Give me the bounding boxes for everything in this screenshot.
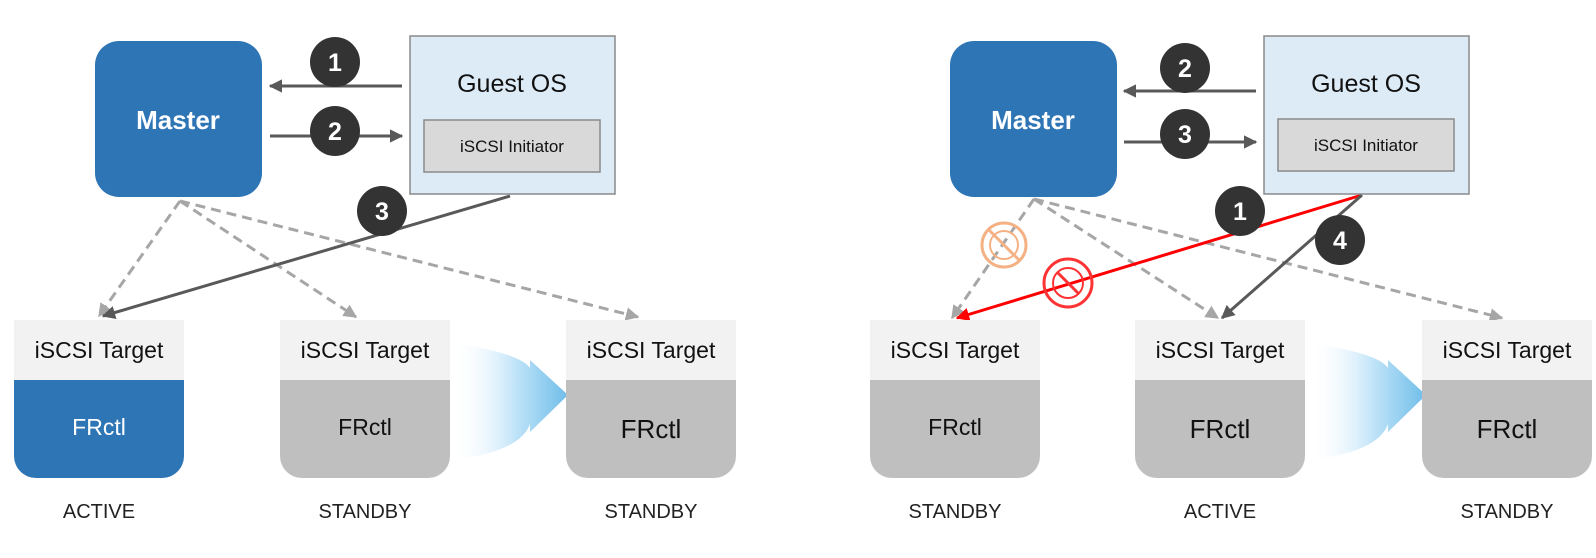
iscsi-target-card: iSCSI Target FRctl (280, 320, 450, 478)
step-badge: 3 (357, 186, 407, 236)
iscsi-initiator (1277, 118, 1455, 172)
step-badge: 2 (310, 106, 360, 156)
master-node (950, 41, 1117, 197)
replication-arrow (452, 343, 568, 460)
target-title: iSCSI Target (35, 337, 164, 363)
target-title: iSCSI Target (301, 337, 430, 363)
master-control-links (950, 197, 1504, 322)
svg-text:3: 3 (375, 198, 389, 226)
target-status: ACTIVE (63, 501, 135, 523)
dashed-link-to-target-2 (1033, 197, 1220, 320)
dashed-link-to-target-1 (97, 200, 182, 318)
iscsi-initiator-label: iSCSI Initiator (1314, 136, 1418, 155)
svg-text:4: 4 (1333, 227, 1347, 255)
iscsi-initiator-label: iSCSI Initiator (460, 137, 564, 156)
target-body: FRctl (1190, 414, 1251, 444)
dashed-link-to-target-3 (179, 199, 640, 321)
svg-text:3: 3 (1178, 121, 1192, 149)
dashed-link-to-target-1 (950, 198, 1036, 320)
target-body: FRctl (72, 414, 126, 440)
dashed-link-to-target-2 (179, 199, 358, 319)
panel-right: Master Guest OS iSCSI Initiator 2 3 1 4 (870, 35, 1592, 523)
master-control-links (97, 199, 640, 321)
master-node (95, 41, 262, 197)
replication-arrow (1310, 343, 1426, 460)
iscsi-target-card: iSCSI Target FRctl (14, 320, 184, 478)
master-label: Master (136, 105, 220, 135)
svg-text:2: 2 (328, 118, 342, 146)
iscsi-target-card: iSCSI Target FRctl (1135, 320, 1305, 478)
blocked-icon (980, 221, 1028, 269)
target-status: STANDBY (319, 501, 412, 523)
svg-text:1: 1 (328, 49, 342, 77)
target-status: STANDBY (1461, 501, 1554, 523)
step-badge: 2 (1160, 43, 1210, 93)
target-status: ACTIVE (1184, 501, 1256, 523)
blocked-icon (1042, 257, 1094, 309)
target-title: iSCSI Target (1443, 337, 1572, 363)
target-status: STANDBY (605, 501, 698, 523)
target-title: iSCSI Target (587, 337, 716, 363)
panel-left: Master Guest OS iSCSI Initiator 1 2 3 iS… (14, 35, 736, 523)
io-path-to-active-target (101, 194, 511, 320)
target-title: iSCSI Target (891, 337, 1020, 363)
iscsi-initiator (423, 119, 601, 173)
master-label: Master (991, 105, 1075, 135)
guest-os-label: Guest OS (457, 70, 567, 98)
target-status: STANDBY (909, 501, 1002, 523)
iscsi-target-card: iSCSI Target FRctl (1422, 320, 1592, 478)
failed-io-path (955, 193, 1363, 321)
step-badge: 3 (1160, 109, 1210, 159)
target-body: FRctl (1477, 414, 1538, 444)
target-body: FRctl (928, 414, 982, 440)
target-body: FRctl (621, 414, 682, 444)
iscsi-target-card: iSCSI Target FRctl (566, 320, 736, 478)
guest-os-label: Guest OS (1311, 70, 1421, 98)
svg-text:1: 1 (1233, 198, 1247, 226)
step-badge: 1 (310, 37, 360, 87)
dashed-link-to-target-3 (1033, 197, 1504, 322)
iscsi-target-card: iSCSI Target FRctl (870, 320, 1040, 478)
svg-text:2: 2 (1178, 55, 1192, 83)
target-title: iSCSI Target (1156, 337, 1285, 363)
target-body: FRctl (338, 414, 392, 440)
step-badge: 1 (1215, 186, 1265, 236)
step-badge: 4 (1315, 215, 1365, 265)
